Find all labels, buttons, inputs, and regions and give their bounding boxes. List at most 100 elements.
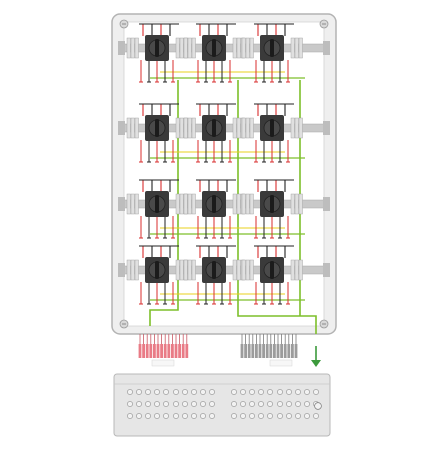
- gland-hole: [163, 401, 169, 407]
- base-unit: [113, 373, 331, 437]
- terminal-block: [294, 117, 299, 139]
- pv-connector-negative: [269, 344, 273, 358]
- output-wire: [262, 216, 266, 239]
- gland-hole: [267, 401, 273, 407]
- gland-hole: [200, 413, 206, 419]
- pv-connector-negative: [283, 344, 287, 358]
- terminal-block: [183, 193, 188, 215]
- screw-icon: [119, 319, 129, 329]
- terminal-block: [232, 37, 237, 59]
- terminal-block: [183, 117, 188, 139]
- output-wire: [228, 60, 232, 83]
- connector-label-plate: [269, 359, 293, 367]
- switch-handle: [212, 261, 216, 279]
- output-wire: [254, 282, 258, 305]
- output-wire: [278, 60, 282, 83]
- mounting-panel: [123, 21, 325, 327]
- pv-connector-positive: [160, 344, 163, 358]
- switch-unit: [241, 23, 303, 83]
- gland-hole: [200, 389, 206, 395]
- output-wire: [228, 140, 232, 163]
- pv-connector-positive: [145, 344, 149, 358]
- output-wire: [196, 60, 200, 83]
- gland-hole: [182, 413, 188, 419]
- gland-hole: [277, 389, 283, 395]
- output-wire: [278, 216, 282, 239]
- output-wire: [139, 216, 143, 239]
- rotary-switch-icon: [145, 191, 169, 217]
- screw-icon: [119, 19, 129, 29]
- screw-icon: [319, 319, 329, 329]
- output-wire: [254, 216, 258, 239]
- pv-connector-negative: [251, 344, 255, 358]
- output-wire: [171, 216, 175, 239]
- output-wire: [147, 282, 151, 305]
- terminal-block: [191, 259, 196, 281]
- gland-hole: [182, 401, 188, 407]
- pv-connector-positive: [153, 344, 156, 358]
- gland-hole: [313, 389, 319, 395]
- din-rail-end: [118, 41, 125, 55]
- gland-hole: [267, 389, 273, 395]
- switch-unit: [183, 245, 245, 305]
- terminal-block: [236, 117, 241, 139]
- output-wire: [262, 282, 266, 305]
- output-wire: [204, 60, 208, 83]
- terminal-block: [249, 117, 254, 139]
- gland-hole: [258, 413, 264, 419]
- output-wire: [220, 140, 224, 163]
- pv-connector-positive: [138, 344, 142, 358]
- gland-hole: [277, 413, 283, 419]
- gland-hole: [182, 389, 188, 395]
- arrow-head: [311, 360, 321, 367]
- arrow-down-icon: [311, 346, 321, 367]
- pv-connector-positive: [171, 344, 174, 358]
- gland-hole: [154, 389, 160, 395]
- output-wire: [196, 216, 200, 239]
- terminal-block: [130, 117, 135, 139]
- output-wire: [228, 282, 232, 305]
- switch-handle: [270, 119, 274, 137]
- terminal-block: [126, 117, 131, 139]
- output-wire: [204, 216, 208, 239]
- output-wire: [163, 282, 167, 305]
- output-wire: [147, 60, 151, 83]
- output-wire: [163, 216, 167, 239]
- output-wire: [286, 60, 290, 83]
- output-wire: [204, 140, 208, 163]
- terminal-block: [290, 37, 295, 59]
- gland-hole: [304, 413, 310, 419]
- terminal-block: [183, 37, 188, 59]
- output-wire: [278, 140, 282, 163]
- rotary-switch-icon: [260, 115, 284, 141]
- output-wire: [228, 216, 232, 239]
- terminal-block: [179, 259, 184, 281]
- gland-hole: [173, 401, 179, 407]
- terminal-block: [241, 117, 246, 139]
- gland-hole: [258, 401, 264, 407]
- gland-hole: [209, 413, 215, 419]
- gland-hole: [231, 401, 237, 407]
- gland-hole: [304, 389, 310, 395]
- output-wire: [196, 282, 200, 305]
- gland-hole: [136, 401, 142, 407]
- pv-connector-positive: [149, 344, 153, 358]
- switch-unit: [126, 245, 188, 305]
- din-rail-end: [118, 197, 125, 211]
- gland-hole: [145, 401, 151, 407]
- pv-connector-positive: [163, 344, 167, 358]
- gland-hole: [209, 389, 215, 395]
- rotary-switch-icon: [202, 35, 226, 61]
- output-wire: [155, 140, 159, 163]
- pv-connector-positive: [178, 344, 181, 358]
- switch-handle: [212, 195, 216, 213]
- output-wire: [147, 216, 151, 239]
- pv-connector-negative: [294, 344, 298, 358]
- switch-handle: [155, 261, 159, 279]
- gland-hole: [191, 413, 197, 419]
- output-wire: [163, 60, 167, 83]
- terminal-block: [175, 117, 180, 139]
- terminal-block: [134, 37, 139, 59]
- gland-hole: [286, 401, 292, 407]
- output-wire: [171, 60, 175, 83]
